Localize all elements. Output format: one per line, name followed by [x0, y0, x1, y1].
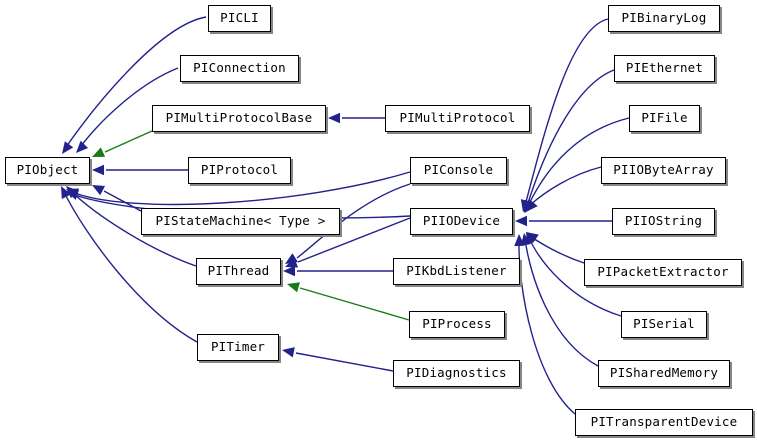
class-node-pithread[interactable]: PIThread	[196, 258, 281, 285]
arrowhead-piconsole-to-pithread	[285, 253, 298, 264]
class-node-pipacketextractor[interactable]: PIPacketExtractor	[584, 259, 742, 286]
arrowhead-piconnection-to-piobject	[76, 140, 89, 153]
class-node-label: PISerial	[633, 316, 695, 332]
class-node-label: PIPacketExtractor	[597, 264, 729, 280]
arrowhead-piprotocol-to-piobject	[92, 164, 104, 176]
edge-pistatemachine-to-piobject	[103, 190, 142, 212]
class-node-pidiagnostics[interactable]: PIDiagnostics	[393, 360, 520, 387]
class-node-pitimer[interactable]: PITimer	[197, 334, 279, 361]
class-node-label: PIIOString	[624, 213, 703, 229]
class-node-pisharedmemory[interactable]: PISharedMemory	[598, 360, 730, 387]
class-node-label: PIMultiProtocol	[399, 110, 516, 126]
arrowhead-piiobytearray-to-piiodevice	[526, 199, 538, 212]
class-node-label: PIThread	[207, 263, 270, 279]
class-node-label: PIEthernet	[625, 60, 704, 76]
class-node-label: PIKbdListener	[406, 263, 507, 279]
arrowhead-pidiagnostics-to-pitimer	[282, 347, 295, 358]
class-node-label: PIProtocol	[200, 162, 279, 178]
class-node-label: PIConsole	[423, 162, 494, 178]
class-node-label: PISharedMemory	[609, 365, 719, 381]
arrowhead-pimultiprotocol-to-pimultiprotocolbase	[328, 112, 340, 124]
class-node-pistatemachine[interactable]: PIStateMachine< Type >	[141, 208, 340, 235]
class-node-piprotocol[interactable]: PIProtocol	[188, 157, 291, 184]
class-node-label: PIObject	[16, 162, 79, 178]
class-node-label: PIConnection	[193, 60, 286, 76]
arrowhead-pitimer-to-piobject	[61, 186, 72, 200]
arrowhead-pipacketextractor-to-piiodevice	[526, 232, 539, 244]
edge-pipacketextractor-to-piiodevice	[529, 235, 585, 264]
arrowhead-piethernet-to-piiodevice	[522, 199, 533, 213]
arrowhead-pistatemachine-to-piobject	[92, 185, 106, 196]
class-node-piprocess[interactable]: PIProcess	[409, 311, 505, 338]
class-node-pifile[interactable]: PIFile	[629, 105, 700, 132]
class-node-pitransparentdevice[interactable]: PITransparentDevice	[575, 409, 753, 436]
class-node-piethernet[interactable]: PIEthernet	[614, 55, 715, 82]
arrowhead-pibinarylog-to-piiodevice	[520, 199, 531, 212]
edge-pitransparentdevice-to-piiodevice	[518, 239, 576, 415]
class-node-label: PIMultiProtocolBase	[165, 110, 313, 126]
class-node-label: PIBinaryLog	[621, 10, 707, 26]
arrowhead-piiodevice-to-piobject	[66, 189, 80, 200]
edge-piiobytearray-to-piiodevice	[529, 166, 602, 206]
class-node-pikbdlistener[interactable]: PIKbdListener	[393, 258, 520, 285]
class-node-label: PITimer	[210, 339, 266, 355]
class-node-label: PICLI	[220, 10, 259, 26]
arrowhead-pitransparentdevice-to-piiodevice	[514, 234, 525, 247]
class-node-piserial[interactable]: PISerial	[621, 311, 707, 338]
class-node-piconnection[interactable]: PIConnection	[180, 55, 299, 82]
class-node-piobject[interactable]: PIObject	[5, 157, 90, 184]
class-node-piiodevice[interactable]: PIIODevice	[410, 208, 513, 235]
arrowhead-pimultiprotocolbase-to-piobject	[92, 147, 106, 157]
arrowhead-picli-to-piobject	[62, 141, 74, 154]
class-node-pimultiprotocol[interactable]: PIMultiProtocol	[385, 105, 530, 132]
edge-pibinarylog-to-piiodevice	[525, 18, 609, 203]
class-node-piiostring[interactable]: PIIOString	[612, 208, 715, 235]
class-node-pimultiprotocolbase[interactable]: PIMultiProtocolBase	[152, 105, 326, 132]
arrowhead-piiostring-to-piiodevice	[515, 215, 527, 227]
arrowhead-piserial-to-piiodevice	[526, 232, 537, 245]
class-node-label: PIFile	[641, 110, 688, 126]
class-node-label: PIProcess	[422, 316, 492, 332]
class-node-pibinarylog[interactable]: PIBinaryLog	[608, 5, 720, 32]
edge-pidiagnostics-to-pitimer	[295, 352, 394, 372]
edge-pimultiprotocolbase-to-piobject	[104, 130, 153, 153]
arrowhead-pikbdlistener-to-pithread	[283, 265, 295, 277]
class-node-picli[interactable]: PICLI	[208, 5, 271, 32]
class-node-label: PIIOByteArray	[613, 162, 714, 178]
arrowhead-piprocess-to-pithread	[287, 282, 300, 293]
arrowhead-piiodevice-to-pithread	[285, 257, 299, 268]
class-node-piconsole[interactable]: PIConsole	[410, 157, 507, 184]
class-node-piiobytearray[interactable]: PIIOByteArray	[601, 157, 726, 184]
edge-piprocess-to-pithread	[299, 287, 410, 321]
class-node-label: PIIODevice	[422, 213, 501, 229]
arrowhead-pithread-to-piobject	[66, 186, 79, 199]
arrowhead-piconsole-to-piobject	[66, 188, 80, 199]
arrowhead-pifile-to-piiodevice	[525, 199, 535, 213]
class-node-label: PITransparentDevice	[590, 414, 738, 430]
class-node-label: PIStateMachine< Type >	[155, 213, 326, 229]
class-node-label: PIDiagnostics	[406, 365, 507, 381]
arrowhead-pisharedmemory-to-piiodevice	[520, 233, 532, 246]
